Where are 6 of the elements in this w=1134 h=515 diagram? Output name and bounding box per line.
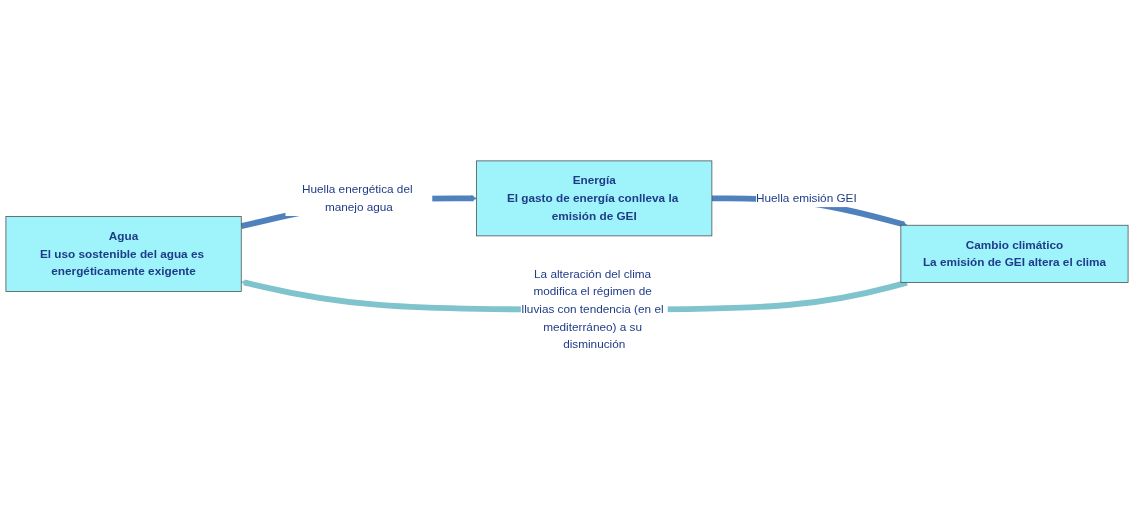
- node-box: Cambio climático La emisión de GEI altera el clima: [900, 225, 1129, 284]
- node-box: Energía El gasto de energía conlleva la emisión de GEI: [476, 160, 713, 237]
- edge-label: La alteración del clima modifica el régimen de lluvias con tendencia (en el mediterráneo) a su disminución: [521, 267, 664, 351]
- node-box: Agua El uso sostenible del agua es energéticamente exigente: [5, 216, 242, 293]
- edge-label: Huella emisión GEI: [756, 192, 857, 205]
- edge-label: Huella energética del manejo agua: [301, 183, 413, 214]
